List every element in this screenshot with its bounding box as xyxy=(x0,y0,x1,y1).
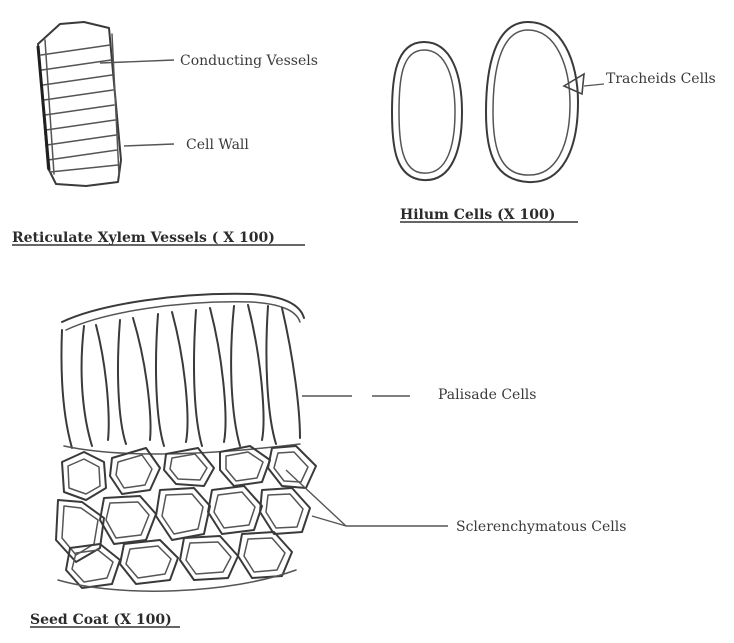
label-palisade-cells: Palisade Cells xyxy=(438,387,536,403)
caption-seed-coat: Seed Coat (X 100) xyxy=(30,612,172,628)
label-tracheids: Tracheids Cells xyxy=(606,71,716,87)
palisade-cells xyxy=(61,305,300,448)
caption-xylem-vessels: Reticulate Xylem Vessels ( X 100) xyxy=(12,230,275,246)
label-sclerenchymatous-cells: Sclerenchymatous Cells xyxy=(456,519,626,535)
xylem-vessels-drawing xyxy=(38,22,121,186)
leader-cell-wall xyxy=(124,144,174,146)
caption-hilum-cells: Hilum Cells (X 100) xyxy=(400,207,555,223)
label-conducting-vessels: Conducting Vessels xyxy=(180,53,318,69)
sclerenchyma-cells xyxy=(56,446,316,591)
seed-coat-drawing xyxy=(56,294,316,591)
label-cell-wall: Cell Wall xyxy=(186,137,249,153)
hilum-cells-drawing xyxy=(392,22,584,182)
leader-tracheids xyxy=(584,84,604,86)
